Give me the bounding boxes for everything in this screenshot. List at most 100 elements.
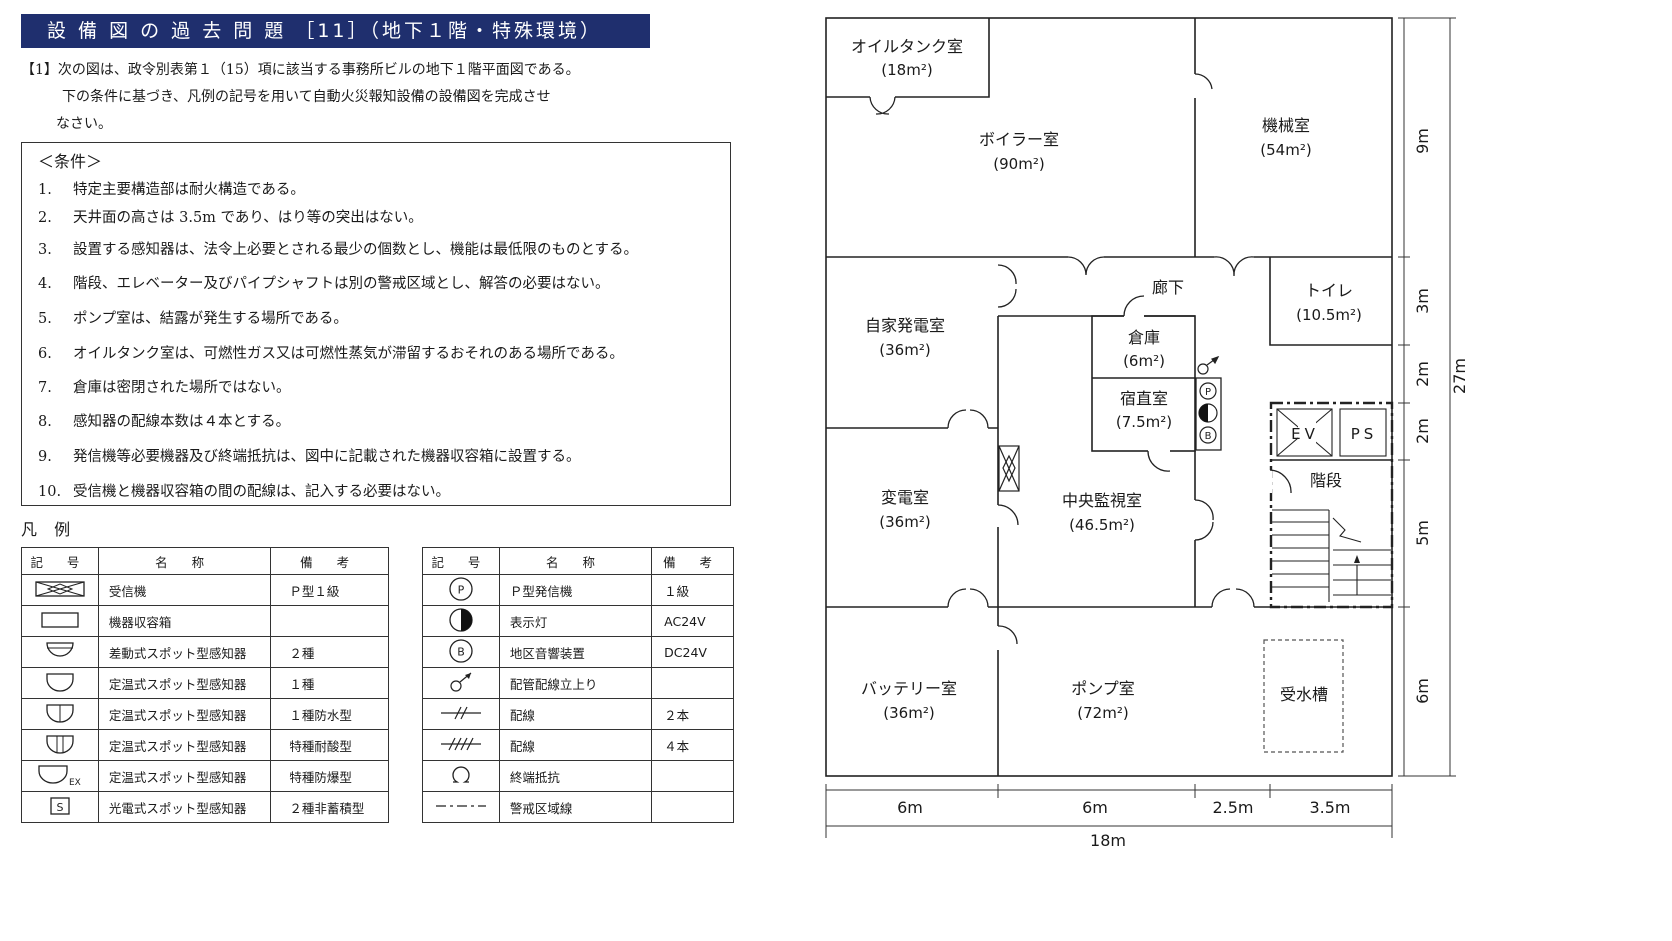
equipment-box: P B: [1195, 377, 1222, 451]
fixed-temp-detector-icon: [46, 672, 74, 692]
legend-row: 定温式スポット型感知器 １種防水型: [21, 698, 389, 730]
room-area-central-monitor: (46.5m²): [1069, 516, 1135, 534]
legend-note: ２種: [270, 636, 389, 668]
condition-number: 5.: [38, 311, 52, 327]
condition-text: 受信機と機器収容箱の間の配線は、記入する必要はない。: [73, 484, 450, 500]
condition-text: オイルタンク室は、可燃性ガス又は可燃性蒸気が滞留するおそれのある場所である。: [73, 346, 624, 362]
legend-name: 表示灯: [498, 605, 653, 637]
legend-note: 特種耐酸型: [270, 729, 389, 761]
door: [996, 625, 1018, 650]
door: [1268, 469, 1292, 494]
room-name-oil-tank: オイルタンク室: [851, 37, 963, 56]
door: [1213, 255, 1255, 277]
condition-number: 10.: [38, 484, 62, 500]
room-name-machine: 機械室: [1262, 116, 1310, 135]
legend-table-left: 記 号 名 称 備 考 受信機 Ｐ型１級 機器収容箱 差動式スポット型感知器 ２…: [21, 547, 389, 823]
dim-right-6: 6m: [1413, 678, 1432, 704]
condition-number: 9.: [38, 449, 52, 465]
door: [947, 588, 989, 609]
room-area-substation: (36m²): [879, 513, 930, 531]
legend-header-row: 記 号 名 称 備 考: [422, 547, 734, 575]
p-type-transmitter-icon: P: [449, 576, 473, 601]
dim-bottom-1: 6m: [897, 798, 923, 817]
legend-note: 特種防爆型: [270, 760, 389, 792]
page-title: 設 備 図 の 過 去 問 題 ［11］（地下１階・特殊環境）: [21, 14, 650, 48]
condition-item: 9. 発信機等必要機器及び終端抵抗は、図中に記載された機器収容箱に設置する。: [38, 445, 581, 466]
room-name-generator: 自家発電室: [865, 316, 945, 335]
condition-number: 6.: [38, 346, 52, 362]
legend-header-row: 記 号 名 称 備 考: [21, 547, 389, 575]
door: [947, 409, 989, 430]
legend-name: 光電式スポット型感知器: [97, 791, 272, 823]
dim-bottom-3: 2.5m: [1212, 798, 1253, 817]
door: [1193, 499, 1214, 541]
conditions-box: ＜条件＞ 1.特定主要構造部は耐火構造である。 2.天井面の高さは 3.5m で…: [21, 142, 731, 506]
legend-heading: 凡 例: [21, 520, 77, 539]
equipment-box-icon: [41, 611, 79, 628]
condition-text: 倉庫は密閉された場所ではない。: [73, 380, 291, 396]
door: [1067, 255, 1105, 276]
fixed-temp-acid-proof-detector-icon: [46, 734, 74, 754]
end-resistor-icon: [452, 765, 470, 783]
legend-row: 警戒区域線: [422, 791, 734, 823]
legend-note: １種防水型: [270, 698, 389, 730]
legend-name: 受信機: [97, 574, 272, 606]
fixed-temp-explosion-proof-detector-icon: EX: [38, 764, 81, 788]
room-area-oil-tank: (18m²): [881, 61, 932, 79]
room-name-storage: 倉庫: [1128, 328, 1160, 347]
legend-note: AC24V: [651, 605, 734, 637]
legend-row: 配線 ２本: [422, 698, 734, 730]
condition-text: 特定主要構造部は耐火構造である。: [73, 182, 305, 198]
equipment-box-p: P: [1205, 387, 1211, 398]
photoelectric-glyph: S: [56, 801, 63, 814]
dim-bottom-4: 3.5m: [1309, 798, 1350, 817]
condition-text: 設置する感知器は、法令上必要とされる最少の個数とし、機能は最低限のものとする。: [73, 242, 639, 258]
legend-name: 配線: [498, 698, 653, 730]
legend-row: 受信機 Ｐ型１級: [21, 574, 389, 606]
dim-right-3: 2m: [1413, 361, 1432, 387]
legend-note: Ｐ型１級: [270, 574, 389, 606]
legend-header-name: 名 称: [97, 547, 272, 575]
legend-row: 配線 ４本: [422, 729, 734, 761]
condition-text: 発信機等必要機器及び終端抵抗は、図中に記載された機器収容箱に設置する。: [73, 449, 581, 465]
room-name-pump: ポンプ室: [1071, 679, 1135, 698]
dim-right-4: 2m: [1413, 418, 1432, 444]
condition-item: 3.設置する感知器は、法令上必要とされる最少の個数とし、機能は最低限のものとする…: [38, 238, 638, 259]
receiver-symbol: [998, 445, 1020, 492]
door: [1147, 449, 1171, 472]
room-name-toilet: トイレ: [1305, 281, 1353, 300]
legend-header-note: 備 考: [651, 547, 734, 575]
legend-row: 機器収容箱: [21, 605, 389, 637]
legend-name: 定温式スポット型感知器: [97, 698, 272, 730]
room-name-night-duty: 宿直室: [1120, 389, 1168, 408]
legend-row: 表示灯 AC24V: [422, 605, 734, 637]
legend-header-symbol: 記 号: [422, 547, 500, 575]
room-name-substation: 変電室: [881, 488, 929, 507]
riser-icon: [450, 672, 472, 692]
explosion-proof-sub: EX: [69, 778, 81, 787]
door: [1193, 73, 1213, 98]
condition-item: 4.階段、エレベーター及びパイプシャフトは別の警戒区域とし、解答の必要はない。: [38, 272, 610, 293]
question-intro: 【1】次の図は、政令別表第１（15）項に該当する事務所ビルの地下１階平面図である…: [21, 57, 721, 138]
room-name-battery: バッテリー室: [861, 679, 957, 698]
dim-right-5: 5m: [1413, 520, 1432, 546]
dim-total-height: 27m: [1450, 358, 1469, 394]
door: [869, 95, 896, 115]
room-area-battery: (36m²): [883, 704, 934, 722]
room-name-ev: EV: [1291, 425, 1319, 443]
transmitter-glyph: P: [458, 583, 465, 596]
room-name-ps: PS: [1351, 425, 1378, 443]
riser-symbol: [1197, 355, 1220, 375]
legend-note: [651, 791, 734, 823]
wiring-4-icon: [440, 737, 481, 750]
room-name-stairs: 階段: [1310, 471, 1342, 490]
legend-name: Ｐ型発信機: [498, 574, 653, 606]
room-name-water-tank: 受水槽: [1280, 685, 1328, 704]
condition-item: 1.特定主要構造部は耐火構造である。: [38, 178, 305, 199]
rate-of-rise-detector-icon: [46, 641, 74, 657]
legend-name: 警戒区域線: [498, 791, 653, 823]
condition-item: 2.天井面の高さは 3.5m であり、はり等の突出はない。: [38, 206, 423, 227]
receiver-icon: [35, 580, 85, 597]
stair-zone-boundary: [1269, 401, 1394, 609]
